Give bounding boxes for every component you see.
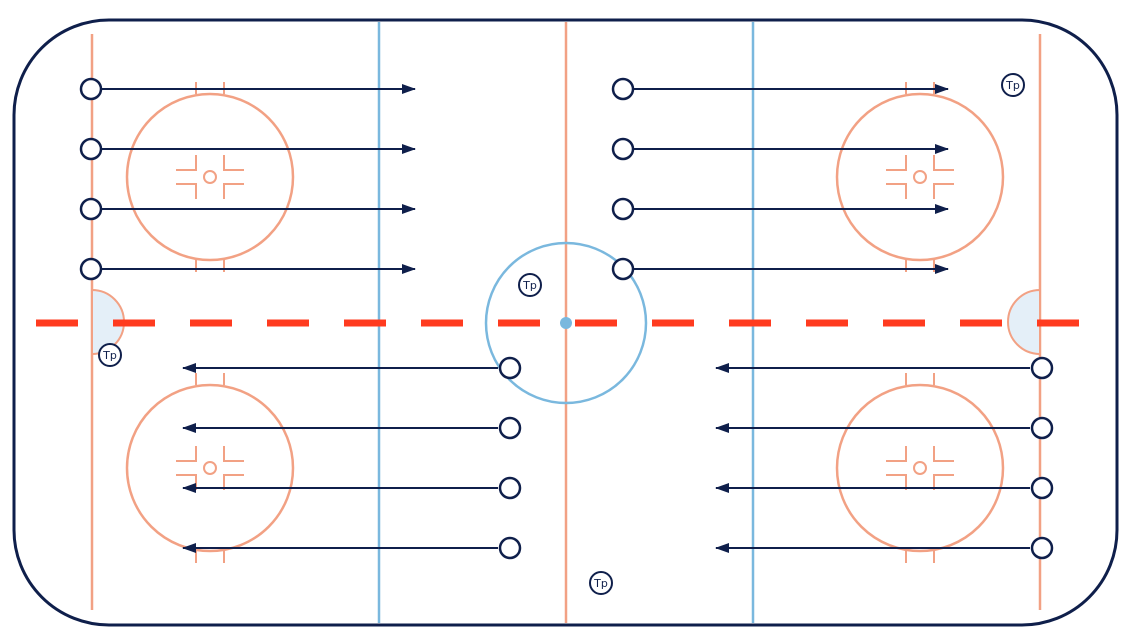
circle-player-icon [611,197,635,221]
coach-label: Tp [102,349,117,362]
faceoff-ring [835,383,1005,553]
circle-player-icon [1030,416,1054,440]
circle-player-icon [611,77,635,101]
faceoff-ring [125,92,295,262]
faceoff-circle [125,373,295,563]
circle-player-icon [79,77,103,101]
circle-player-icon [498,356,522,380]
coach-tp-icon: Tp [98,343,122,367]
faceoff-l-mark [176,183,197,199]
circle-player-icon [498,416,522,440]
faceoff-l-mark [176,474,197,490]
faceoff-circle [835,82,1005,272]
circle-player-icon [1030,356,1054,380]
faceoff-ring [835,92,1005,262]
faceoff-l-mark [933,183,954,199]
faceoff-l-mark [223,474,244,490]
circle-player-icon [1030,536,1054,560]
circle-player-icon [79,257,103,281]
center-faceoff-dot [560,317,572,329]
circle-player-icon [79,137,103,161]
faceoff-dot [913,170,927,184]
coach-tp-icon: Tp [1001,73,1025,97]
circle-player-icon [79,197,103,221]
circle-player-icon [498,476,522,500]
faceoff-dot [203,461,217,475]
faceoff-l-mark [176,446,197,462]
faceoff-dot [913,461,927,475]
circle-player-icon [498,536,522,560]
center-circle [484,241,648,405]
faceoff-circle [125,82,295,272]
faceoff-l-mark [886,155,907,171]
faceoff-l-mark [886,474,907,490]
goal-crease-right [1007,288,1041,356]
faceoff-circle [835,373,1005,563]
faceoff-l-mark [223,183,244,199]
faceoff-l-mark [886,446,907,462]
coach-label: Tp [593,577,608,590]
circle-player-icon [611,257,635,281]
faceoff-l-mark [886,183,907,199]
faceoff-dot [203,170,217,184]
circle-player-icon [1030,476,1054,500]
coach-label: Tp [1005,79,1020,92]
faceoff-l-mark [933,155,954,171]
coach-label: Tp [522,279,537,292]
faceoff-l-mark [223,155,244,171]
faceoff-l-mark [223,446,244,462]
faceoff-ring [125,383,295,553]
coach-tp-icon: Tp [589,571,613,595]
faceoff-l-mark [933,474,954,490]
circle-player-icon [611,137,635,161]
faceoff-l-mark [933,446,954,462]
faceoff-l-mark [176,155,197,171]
coach-tp-icon: Tp [518,273,542,297]
